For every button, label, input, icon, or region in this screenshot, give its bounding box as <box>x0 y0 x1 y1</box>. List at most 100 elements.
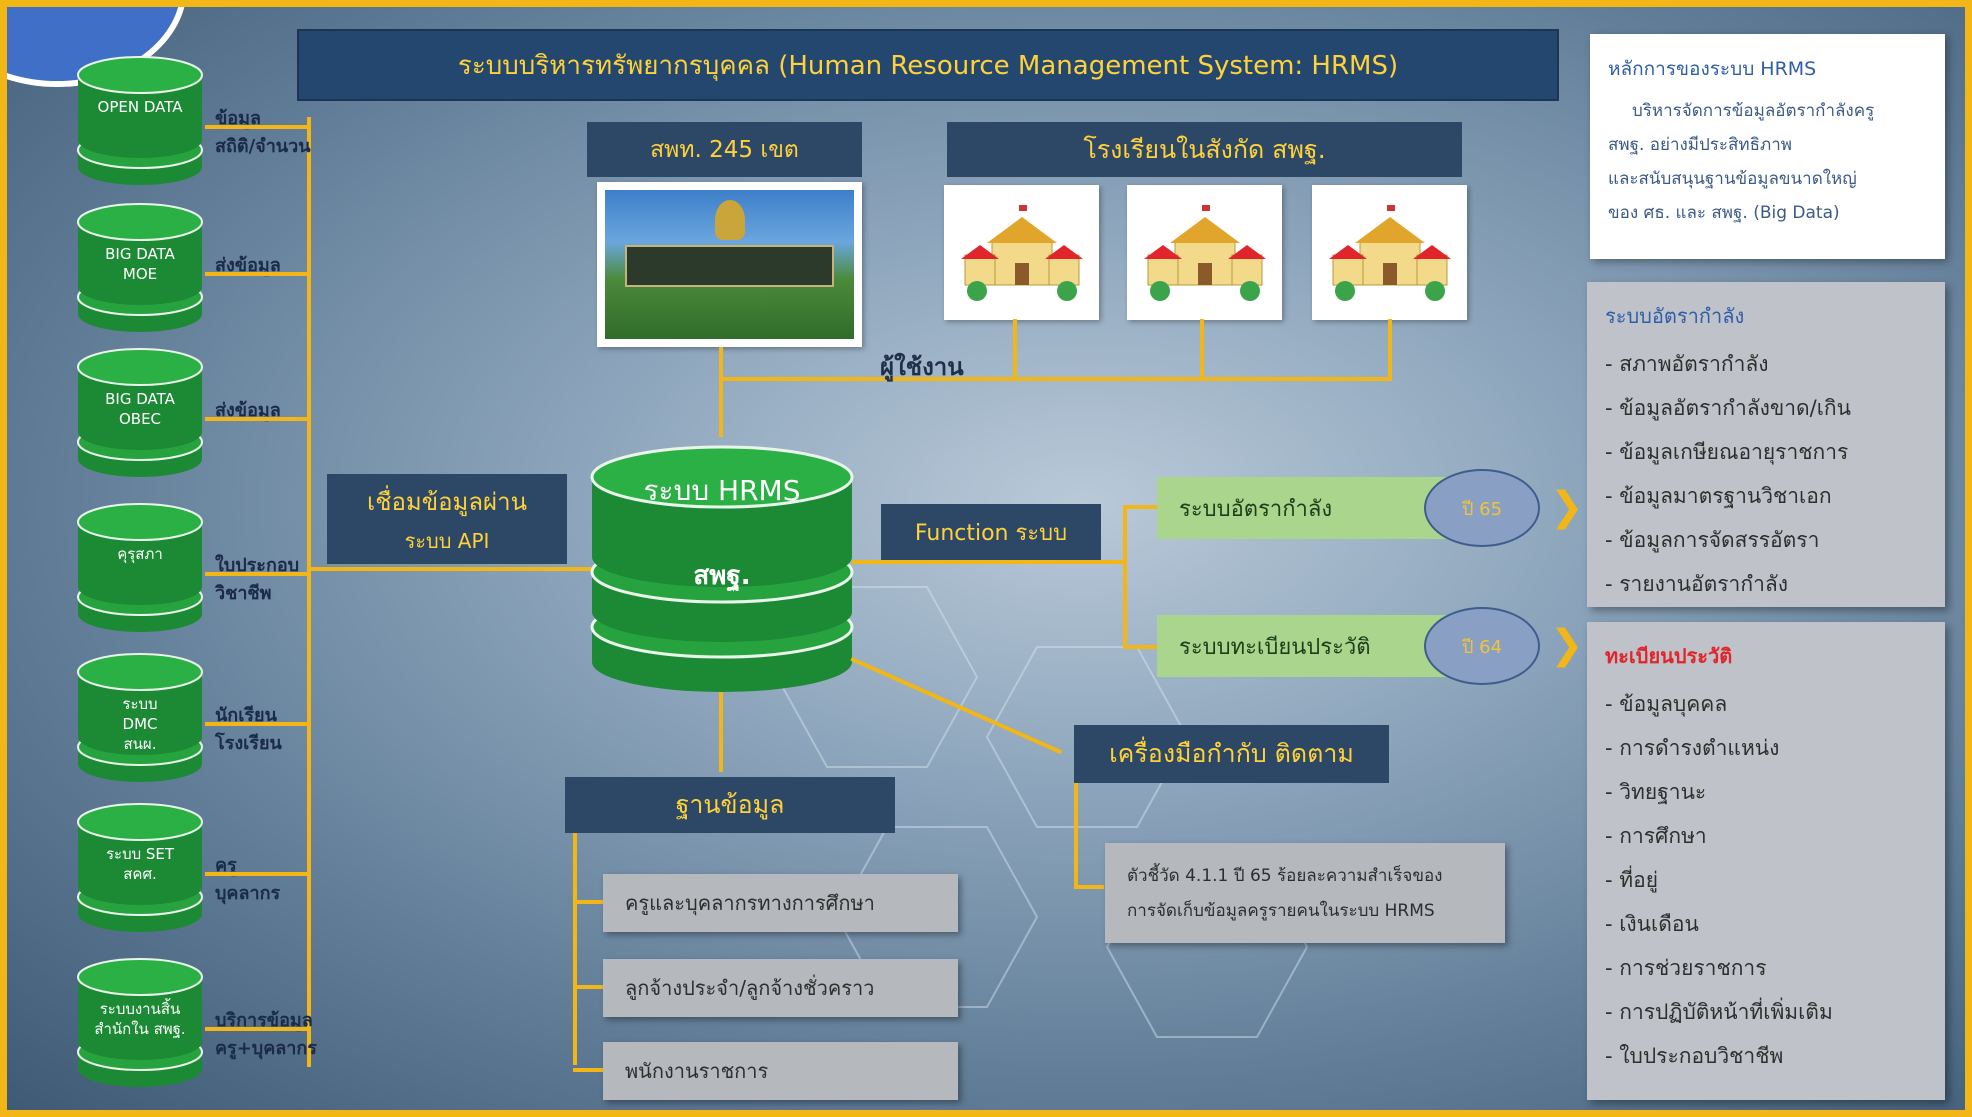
source-connector-stub <box>205 722 310 726</box>
kpi-connector-line <box>1074 885 1104 889</box>
source-database-icon <box>77 653 203 782</box>
source-connector-line <box>307 117 311 1067</box>
system1-branch-line <box>1123 505 1159 509</box>
source-flow-label-line2: ครู+บุคลากร <box>215 1037 317 1059</box>
kpi-line1: ตัวชี้วัด 4.1.1 ปี 65 ร้อยละความสำเร็จขอ… <box>1127 866 1443 886</box>
source-database-line1: ระบบ SET <box>105 845 175 863</box>
source-database-label: ระบบ SET สคศ. <box>79 844 201 884</box>
source-flow-label: ข้อมูลสถิติ/จำนวน <box>215 105 325 161</box>
source-connector-stub <box>205 272 310 276</box>
records-list-item: - เงินเดือน <box>1605 912 1699 936</box>
database-item-connector <box>573 900 603 904</box>
source-database-line2: สำนักใน สพฐ. <box>94 1020 186 1038</box>
manpower-items: - สภาพอัตรากำลัง- ข้อมูลอัตรากำลังขาด/เก… <box>1605 342 1927 606</box>
source-connector-stub <box>205 572 310 576</box>
records-list-item: - การช่วยราชการ <box>1605 956 1767 980</box>
monitoring-label: เครื่องมือกำกับ ติดตาม <box>1074 725 1389 783</box>
page-title: ระบบบริหารทรัพยากรบุคคล (Human Resource … <box>297 29 1559 101</box>
schools-drop-line-2 <box>1200 319 1204 379</box>
source-database-line3: สนผ. <box>123 735 157 753</box>
area-office-photo <box>597 182 862 347</box>
records-list-item: - การปฏิบัติหน้าที่เพิ่มเติม <box>1605 1000 1833 1024</box>
source-database-label: BIG DATA OBEC <box>79 389 201 429</box>
kpi-drop-line <box>1074 782 1078 887</box>
database-item-connector <box>573 1068 603 1072</box>
database-item: ลูกจ้างประจำ/ลูกจ้างชั่วคราว <box>603 959 958 1017</box>
function-connector-line <box>852 560 1127 564</box>
source-connector-stub <box>205 1027 310 1031</box>
manpower-list-item: - ข้อมูลการจัดสรรอัตรา <box>1605 528 1820 552</box>
source-database-line2: OBEC <box>118 410 162 428</box>
source-database-label: BIG DATA MOE <box>79 244 201 284</box>
source-flow-label-line1: ใบประกอบ <box>215 555 300 576</box>
kpi-card: ตัวชี้วัด 4.1.1 ปี 65 ร้อยละความสำเร็จขอ… <box>1105 843 1505 943</box>
api-connector-line <box>307 567 607 571</box>
manpower-panel-title: ระบบอัตรากำลัง <box>1605 304 1745 328</box>
schools-drop-line-3 <box>1388 319 1392 379</box>
systems-branch-line <box>1123 505 1127 647</box>
source-database-line2: MOE <box>122 265 158 283</box>
chevron-right-icon: ❯ <box>1550 484 1584 530</box>
source-flow-label-line1: บริการข้อมูล <box>215 1010 313 1031</box>
source-flow-label-line1: ข้อมูล <box>215 108 262 129</box>
source-database-line1: ระบบงานสิ้น <box>99 1000 181 1018</box>
principles-line3: และสนับสนุนฐานข้อมูลขนาดใหญ่ <box>1608 169 1857 189</box>
source-database-line1: BIG DATA <box>105 245 175 263</box>
schools-label: โรงเรียนในสังกัด สพฐ. <box>947 122 1462 177</box>
database-item: ครูและบุคลากรทางการศึกษา <box>603 874 958 932</box>
source-flow-label: ส่งข้อมูล <box>215 397 325 425</box>
records-list-item: - ที่อยู่ <box>1605 868 1659 892</box>
source-database-line2: DMC <box>122 715 158 733</box>
source-database-icon <box>77 803 203 932</box>
records-panel-title: ทะเบียนประวัติ <box>1605 644 1733 668</box>
source-flow-label: ครูบุคลากร <box>215 852 325 908</box>
source-database-label: คุรุสภา <box>79 544 201 564</box>
database-item: พนักงานราชการ <box>603 1042 958 1100</box>
database-label: ฐานข้อมูล <box>565 777 895 833</box>
manpower-list-item: - ข้อมูลอัตรากำลังขาด/เกิน <box>1605 396 1851 420</box>
records-list-item: - ใบประกอบวิชาชีพ <box>1605 1044 1784 1068</box>
source-database-line1: คุรุสภา <box>117 545 163 563</box>
source-database-line2: สคศ. <box>123 865 157 883</box>
schools-drop-line-1 <box>1013 319 1017 379</box>
database-items-line <box>573 833 577 1065</box>
manpower-list-item: - รายงานอัตรากำลัง <box>1605 572 1788 596</box>
source-database-icon <box>77 56 203 185</box>
hrms-database-icon <box>590 445 854 692</box>
source-flow-label-line2: วิชาชีพ <box>215 582 272 604</box>
source-flow-label: บริการข้อมูลครู+บุคลากร <box>215 1007 325 1063</box>
office-drop-line <box>719 347 723 437</box>
source-connector-stub <box>205 125 310 129</box>
records-list-item: - วิทยฐานะ <box>1605 780 1707 804</box>
system-year-badge: ปี 65 <box>1424 469 1540 547</box>
source-database-label: ระบบงานสิ้นสำนักใน สพฐ. <box>79 999 201 1039</box>
chevron-right-icon: ❯ <box>1550 622 1584 668</box>
source-flow-label-line2: บุคลากร <box>215 882 281 904</box>
school-icon <box>1312 185 1467 320</box>
users-label: ผู้ใช้งาน <box>880 353 964 381</box>
source-flow-label-line1: นักเรียน <box>215 705 277 726</box>
records-panel: ทะเบียนประวัติ - ข้อมูลบุคคล- การดำรงตำแ… <box>1587 622 1945 1100</box>
source-flow-label-line2: โรงเรียน <box>215 732 282 754</box>
source-connector-stub <box>205 417 310 421</box>
system2-branch-line <box>1123 645 1159 649</box>
source-database-line1: OPEN DATA <box>97 98 183 116</box>
system-year-badge: ปี 64 <box>1424 607 1540 685</box>
source-database-icon <box>77 958 203 1087</box>
source-flow-label-line1: ครู <box>215 855 237 876</box>
source-database-line1: BIG DATA <box>105 390 175 408</box>
source-flow-label-line1: ส่งข้อมูล <box>215 255 281 276</box>
records-items: - ข้อมูลบุคคล- การดำรงตำแหน่ง- วิทยฐานะ-… <box>1605 682 1927 1078</box>
source-flow-label: ใบประกอบวิชาชีพ <box>215 552 325 608</box>
system-module-bar: ระบบอัตรากำลัง <box>1157 477 1467 539</box>
principles-title: หลักการของระบบ HRMS <box>1608 58 1817 80</box>
system-module-bar: ระบบทะเบียนประวัติ <box>1157 615 1467 677</box>
hrms-subtitle: สพฐ. <box>693 561 751 591</box>
api-label-line2: ระบบ API <box>404 528 490 553</box>
manpower-list-item: - ข้อมูลเกษียณอายุราชการ <box>1605 440 1849 464</box>
source-flow-label-line2: สถิติ/จำนวน <box>215 135 311 157</box>
records-list-item: - การศึกษา <box>1605 824 1707 848</box>
principles-line1: บริหารจัดการข้อมูลอัตรากำลังครู <box>1632 101 1875 121</box>
